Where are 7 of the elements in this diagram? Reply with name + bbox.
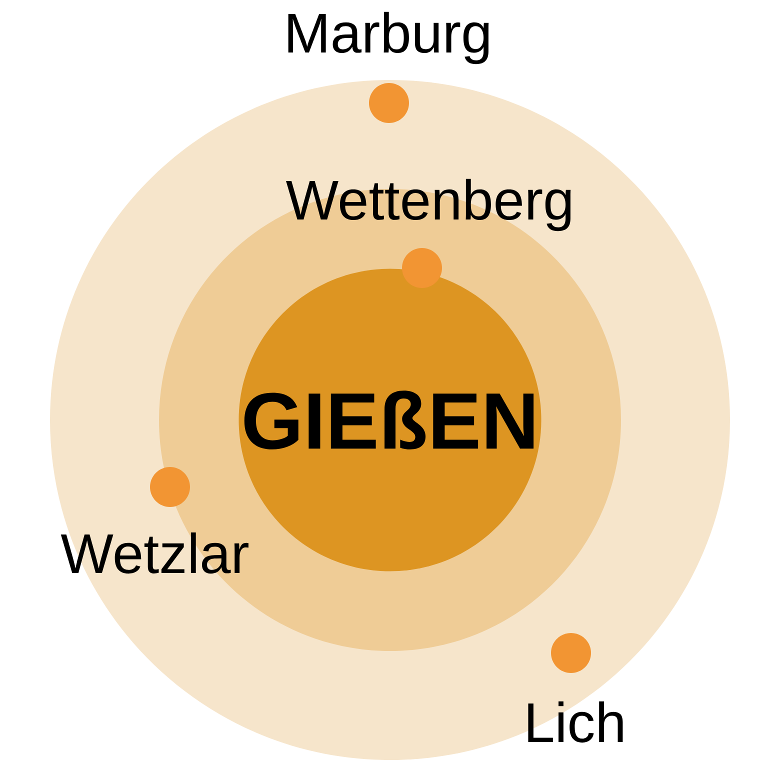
- location-dot: [150, 467, 190, 507]
- location-dot: [402, 248, 442, 288]
- location-dot: [551, 633, 591, 673]
- place-label: Wettenberg: [286, 178, 571, 232]
- place-label: Lich: [528, 701, 623, 743]
- place-label: Marburg: [288, 12, 489, 64]
- location-dot: [369, 83, 409, 123]
